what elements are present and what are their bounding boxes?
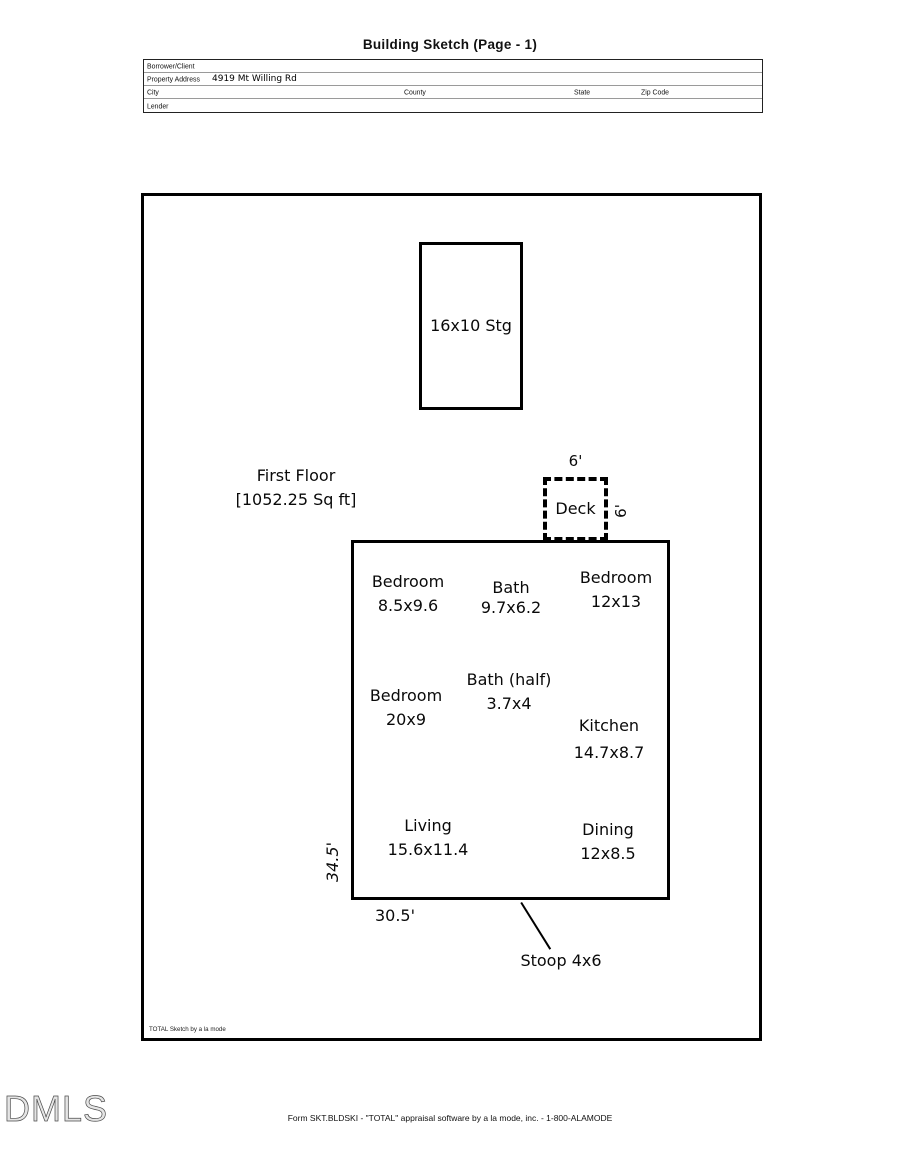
room-dim: 9.7x6.2 [480, 598, 542, 617]
table-row-property-address: Property Address 4919 Mt Willing Rd [144, 73, 762, 86]
storage-building-outline: 16x10 Stg [419, 242, 523, 410]
table-row-lender: Lender [144, 99, 762, 112]
room-name: Bath (half) [466, 670, 552, 689]
deck-right-dimension: 6' [612, 504, 630, 518]
state-label: State [574, 87, 591, 97]
storage-label: 16x10 Stg [430, 316, 512, 335]
form-footer-line: Form SKT.BLDSKI - "TOTAL" appraisal soft… [287, 1113, 613, 1123]
room-kitchen: Kitchen 14.7x8.7 [547, 712, 671, 766]
lender-label: Lender [147, 101, 169, 110]
room-dim: 3.7x4 [486, 694, 532, 713]
room-dim: 20x9 [385, 710, 426, 729]
room-bath-half: Bath (half) 3.7x4 [447, 668, 571, 716]
floor-title: First Floor [256, 466, 336, 485]
deck-top-dimension: 6' [568, 452, 583, 470]
room-name: Bedroom [371, 572, 445, 591]
room-dim: 14.7x8.7 [573, 743, 645, 762]
page-title: Building Sketch (Page - 1) [362, 37, 538, 52]
room-dining: Dining 12x8.5 [547, 818, 669, 866]
room-name: Bath [492, 578, 530, 597]
room-dim: 15.6x11.4 [387, 840, 469, 859]
room-bath: Bath 9.7x6.2 [450, 578, 572, 618]
subject-info-table: Borrower/Client Property Address 4919 Mt… [143, 59, 763, 113]
table-row-borrower: Borrower/Client [144, 60, 762, 73]
room-dim: 8.5x9.6 [377, 596, 439, 615]
left-wall-dimension: 34.5' [323, 841, 342, 883]
stoop-label: Stoop 4x6 [520, 951, 602, 970]
room-dim: 12x8.5 [580, 844, 636, 863]
room-bedroom-1: Bedroom 8.5x9.6 [347, 570, 469, 618]
sketch-software-credit: TOTAL Sketch by a la mode [149, 1026, 226, 1033]
floor-caption: First Floor [1052.25 Sq ft] [186, 464, 406, 512]
table-row-city-county-state-zip: City County State Zip Code [144, 86, 762, 99]
bottom-wall-dimension: 30.5' [374, 906, 416, 925]
room-name: Living [404, 816, 452, 835]
room-name: Bedroom [369, 686, 443, 705]
room-bedroom-2: Bedroom 12x13 [555, 566, 677, 614]
floor-area: [1052.25 Sq ft] [235, 490, 357, 509]
borrower-label: Borrower/Client [147, 61, 195, 71]
room-name: Dining [582, 820, 634, 839]
property-address-label: Property Address [147, 74, 200, 84]
room-living: Living 15.6x11.4 [367, 814, 489, 862]
deck-label: Deck [555, 499, 596, 518]
room-dim: 12x13 [590, 592, 642, 611]
room-name: Bedroom [579, 568, 653, 587]
room-name: Kitchen [578, 716, 640, 735]
city-label: City [147, 87, 159, 97]
county-label: County [404, 87, 426, 97]
deck-outline: Deck [543, 477, 608, 541]
dmls-watermark: DMLS [4, 1088, 109, 1130]
property-address-value: 4919 Mt Willing Rd [212, 74, 297, 84]
room-bedroom-3: Bedroom 20x9 [345, 684, 467, 732]
zip-code-label: Zip Code [641, 87, 670, 97]
house-outline [351, 540, 670, 900]
